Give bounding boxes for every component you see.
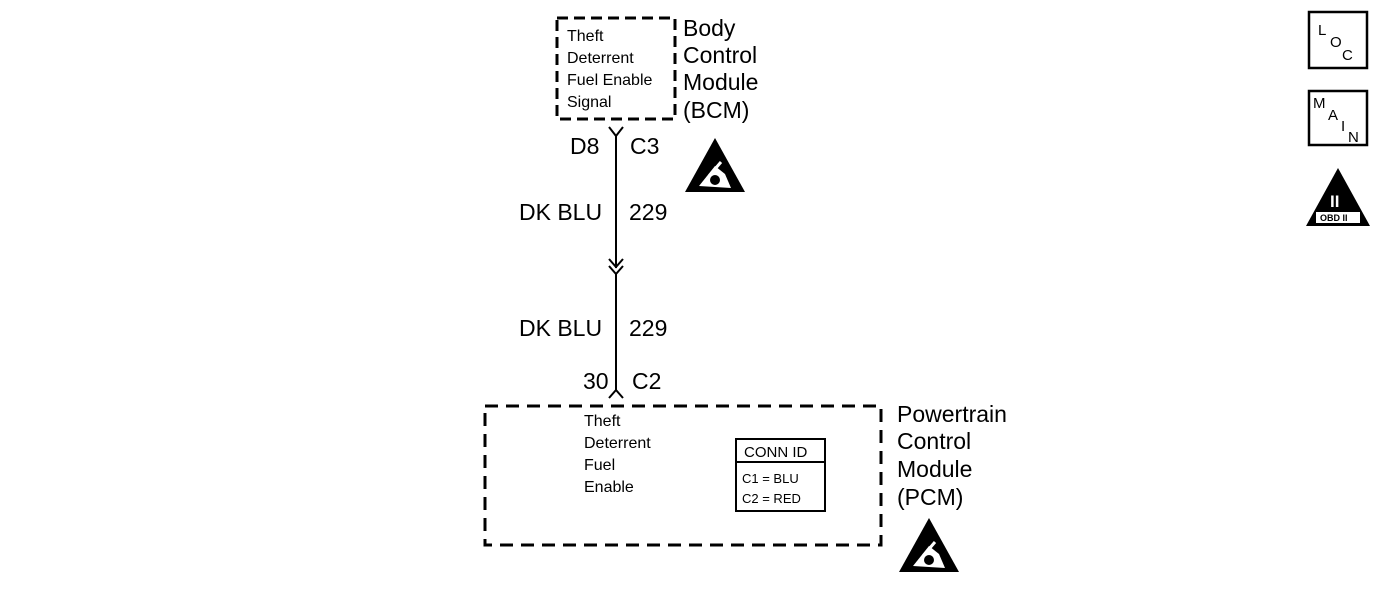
- esd-sensitive-icon: [899, 518, 959, 572]
- pcm-name-line: Powertrain: [897, 401, 1007, 427]
- main-letter: N: [1348, 129, 1359, 146]
- obd-numeral: II: [1330, 192, 1339, 211]
- bcm-signal-line: Theft: [567, 28, 604, 45]
- obd-label: OBD II: [1320, 213, 1348, 223]
- conn-id-row: C1 = BLU: [742, 471, 799, 486]
- pcm-signal-line: Fuel: [584, 457, 615, 474]
- bcm-signal-line: Deterrent: [567, 50, 634, 67]
- wire-lower-color: DK BLU: [519, 315, 602, 341]
- wire-upper-circuit: 229: [629, 199, 667, 225]
- pcm-pin-label: 30: [583, 368, 609, 394]
- bcm-pin-label: D8: [570, 133, 599, 159]
- conn-id-title: CONN ID: [744, 444, 808, 461]
- loc-letter: O: [1330, 34, 1342, 51]
- bcm-signal-text: Theft Deterrent Fuel Enable Signal: [567, 28, 652, 111]
- pcm-name: Powertrain Control Module (PCM): [897, 401, 1007, 510]
- bcm-name: Body Control Module (BCM): [683, 15, 758, 123]
- obd-ii-icon[interactable]: II OBD II: [1306, 168, 1370, 226]
- pcm-name-line: Control: [897, 428, 971, 454]
- main-button[interactable]: M A I N: [1307, 89, 1369, 147]
- pcm-connector-symbol: [608, 388, 624, 399]
- esd-sensitive-icon: [685, 138, 745, 192]
- bcm-name-line: Body: [683, 15, 736, 41]
- pcm-signal-text: Theft Deterrent Fuel Enable: [584, 413, 651, 496]
- pcm-signal-line: Enable: [584, 479, 634, 496]
- bcm-connector-label: C3: [630, 133, 659, 159]
- bcm-signal-line: Fuel Enable: [567, 72, 652, 89]
- loc-button[interactable]: L O C: [1307, 10, 1369, 70]
- bcm-name-line: Control: [683, 42, 757, 68]
- bcm-outline: [555, 16, 677, 121]
- pcm-outline: [483, 404, 883, 547]
- conn-id-row: C2 = RED: [742, 491, 801, 506]
- pcm-name-line: (PCM): [897, 484, 963, 510]
- main-letter: A: [1328, 107, 1338, 124]
- loc-letter: C: [1342, 47, 1353, 64]
- bcm-signal-line: Signal: [567, 94, 611, 111]
- pcm-signal-line: Theft: [584, 413, 621, 430]
- bcm-connector-symbol: [608, 126, 624, 138]
- wire-lower-circuit: 229: [629, 315, 667, 341]
- bcm-name-line: Module: [683, 69, 758, 95]
- main-letter: I: [1341, 118, 1345, 135]
- conn-id-table: CONN ID C1 = BLU C2 = RED: [735, 438, 826, 512]
- main-letter: M: [1313, 95, 1326, 112]
- pcm-connector-label: C2: [632, 368, 661, 394]
- pcm-name-line: Module: [897, 456, 972, 482]
- loc-letter: L: [1318, 22, 1326, 39]
- pcm-signal-line: Deterrent: [584, 435, 651, 452]
- wire-upper-color: DK BLU: [519, 199, 602, 225]
- bcm-name-line: (BCM): [683, 97, 749, 123]
